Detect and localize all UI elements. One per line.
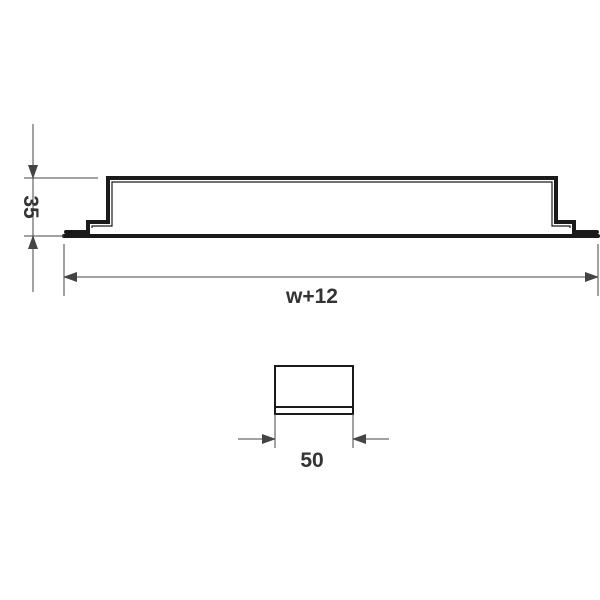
- height-dimension: 35: [19, 124, 98, 292]
- width-dimension-label: w+12: [285, 285, 338, 308]
- detail-rectangle: [274, 365, 354, 415]
- detail-width-dimension: 50: [238, 414, 389, 472]
- height-dimension-label: 35: [19, 195, 42, 219]
- detail-width-label: 50: [300, 449, 323, 472]
- profile-outline: [64, 176, 599, 234]
- profile-section: [62, 176, 600, 238]
- width-dimension: w+12: [63, 244, 599, 308]
- profile-inner-line: [91, 181, 571, 228]
- detail-section: [274, 365, 354, 415]
